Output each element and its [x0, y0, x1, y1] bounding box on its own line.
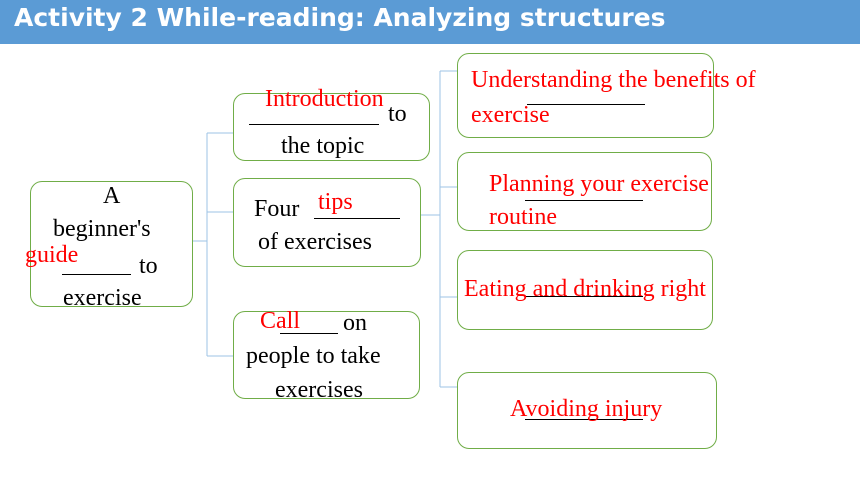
tips-line2: of exercises [258, 229, 372, 255]
intro-answer: Introduction [265, 86, 384, 112]
intro-line1-suffix: to [388, 101, 407, 127]
planning-node [457, 152, 712, 231]
call-line1-suffix: on [343, 310, 367, 336]
tips-node [233, 178, 421, 267]
call-answer: Call [260, 308, 300, 334]
call-line3: exercises [275, 377, 363, 403]
planning-blank [525, 200, 643, 201]
planning-line2: routine [489, 204, 557, 230]
tips-answer: tips [318, 189, 353, 215]
root-answer: guide [25, 242, 79, 268]
root-node [30, 181, 193, 307]
planning-line1: Planning your exercise [489, 171, 709, 197]
eating-node [457, 250, 713, 330]
avoiding-line1: Avoiding injury [510, 396, 663, 422]
slide-title: Activity 2 While-reading: Analyzing stru… [14, 3, 666, 32]
tips-line1-prefix: Four [254, 196, 300, 222]
title-bar: Activity 2 While-reading: Analyzing stru… [0, 0, 860, 44]
call-node [233, 311, 420, 399]
avoiding-blank [525, 419, 643, 420]
root-blank [62, 274, 131, 275]
call-blank [280, 333, 338, 334]
root-line1: A [103, 183, 121, 209]
eating-blank [525, 296, 643, 297]
intro-line2: the topic [281, 133, 365, 159]
benefits-blank [527, 104, 645, 105]
avoiding-node [457, 372, 717, 449]
intro-node [233, 93, 430, 161]
benefits-node [457, 53, 714, 138]
root-line3-suffix: to [139, 253, 158, 279]
intro-blank [249, 124, 379, 125]
benefits-line1: Understanding the benefits of [471, 67, 756, 93]
call-line2: people to take [246, 343, 381, 369]
benefits-line2: exercise [471, 102, 550, 128]
root-line4: exercise [63, 285, 142, 311]
root-line2: beginner's [53, 216, 151, 242]
tips-blank [314, 218, 400, 219]
eating-line1: Eating and drinking right [464, 276, 706, 302]
